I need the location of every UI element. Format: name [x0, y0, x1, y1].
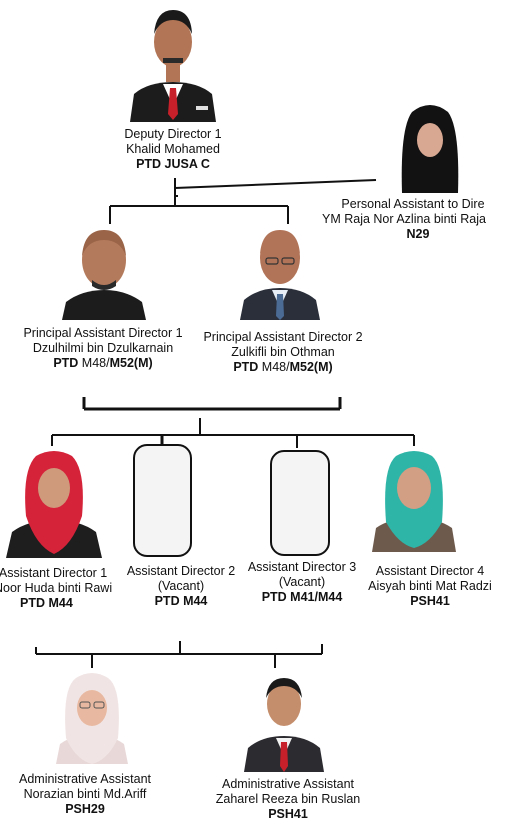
assistant-director-1-photo — [6, 446, 102, 558]
role-text: Assistant Director 4 — [375, 564, 485, 578]
principal-director-1-photo — [62, 224, 146, 320]
grade-text: PTD M44 — [20, 596, 73, 610]
grade-text: N29 — [406, 227, 430, 241]
assistant-director-2-label: Assistant Director 2 (Vacant) PTD M44 — [127, 564, 235, 609]
role-text: Administrative Assistant — [222, 777, 354, 791]
role-text: Assistant Director 3 — [247, 560, 357, 574]
role-text: Personal Assistant to Dire — [341, 197, 485, 211]
grade-text: PSH41 — [268, 807, 308, 821]
connector-line — [174, 179, 377, 189]
grade-middle: M48/ — [78, 356, 110, 370]
principal-director-2-photo — [240, 224, 320, 320]
assistant-director-4-label: Assistant Director 4 Aisyah binti Mat Ra… — [368, 564, 492, 609]
grade-suffix: M52(M) — [109, 356, 153, 370]
assistant-director-1-label: Assistant Director 1 Noor Huda binti Raw… — [0, 566, 112, 611]
grade-text: PTD M41/M44 — [261, 590, 343, 604]
grade-middle: M48/ — [258, 360, 290, 374]
assistant-director-3-vacant-placeholder — [270, 450, 330, 556]
role-text: Principal Assistant Director 1 — [23, 326, 183, 340]
role-text: Administrative Assistant — [19, 772, 151, 786]
name-text: Norazian binti Md.Ariff — [23, 787, 147, 801]
administrative-assistant-2-photo — [244, 672, 324, 772]
administrative-assistant-1-label: Administrative Assistant Norazian binti … — [19, 772, 151, 817]
deputy-director-label: Deputy Director 1 Khalid Mohamed PTD JUS… — [124, 127, 221, 172]
personal-assistant-label: Personal Assistant to Dire YM Raja Nor A… — [322, 197, 486, 242]
personal-assistant-photo — [398, 98, 462, 193]
grade-text: PTD JUSA C — [136, 157, 210, 171]
name-text: (Vacant) — [157, 579, 205, 593]
name-text: Khalid Mohamed — [126, 142, 220, 156]
grade-text: PSH41 — [410, 594, 450, 608]
assistant-director-2-vacant-placeholder — [133, 444, 192, 557]
name-text: Zulkifli bin Othman — [231, 345, 335, 359]
administrative-assistant-1-photo — [56, 668, 128, 764]
grade-text: PTD M48/M52(M) — [203, 360, 362, 375]
grade-text: PTD M48/M52(M) — [23, 356, 182, 371]
name-text: (Vacant) — [278, 575, 326, 589]
name-text: Zaharel Reeza bin Ruslan — [215, 792, 361, 806]
grade-text: PTD M44 — [154, 594, 208, 608]
principal-director-2-label: Principal Assistant Director 2 Zulkifli … — [203, 330, 362, 375]
grade-text: PSH29 — [65, 802, 105, 816]
assistant-director-3-label: Assistant Director 3 (Vacant) PTD M41/M4… — [248, 560, 356, 605]
role-text: Assistant Director 2 — [126, 564, 236, 578]
role-text: Principal Assistant Director 2 — [203, 330, 363, 344]
assistant-director-4-photo — [372, 446, 456, 552]
grade-prefix: PTD — [53, 356, 79, 370]
name-text: Noor Huda binti Rawi — [0, 581, 113, 595]
principal-director-1-label: Principal Assistant Director 1 Dzulhilmi… — [23, 326, 182, 371]
name-text: YM Raja Nor Azlina binti Raja — [322, 212, 486, 226]
administrative-assistant-2-label: Administrative Assistant Zaharel Reeza b… — [216, 777, 361, 822]
role-text: Deputy Director 1 — [124, 127, 222, 141]
name-text: Aisyah binti Mat Radzi — [368, 579, 492, 593]
grade-suffix: M52(M) — [289, 360, 333, 374]
deputy-director-photo — [128, 2, 218, 122]
name-text: Dzulhilmi bin Dzulkarnain — [32, 341, 174, 355]
role-text: Assistant Director 1 — [0, 566, 108, 580]
grade-prefix: PTD — [233, 360, 259, 374]
